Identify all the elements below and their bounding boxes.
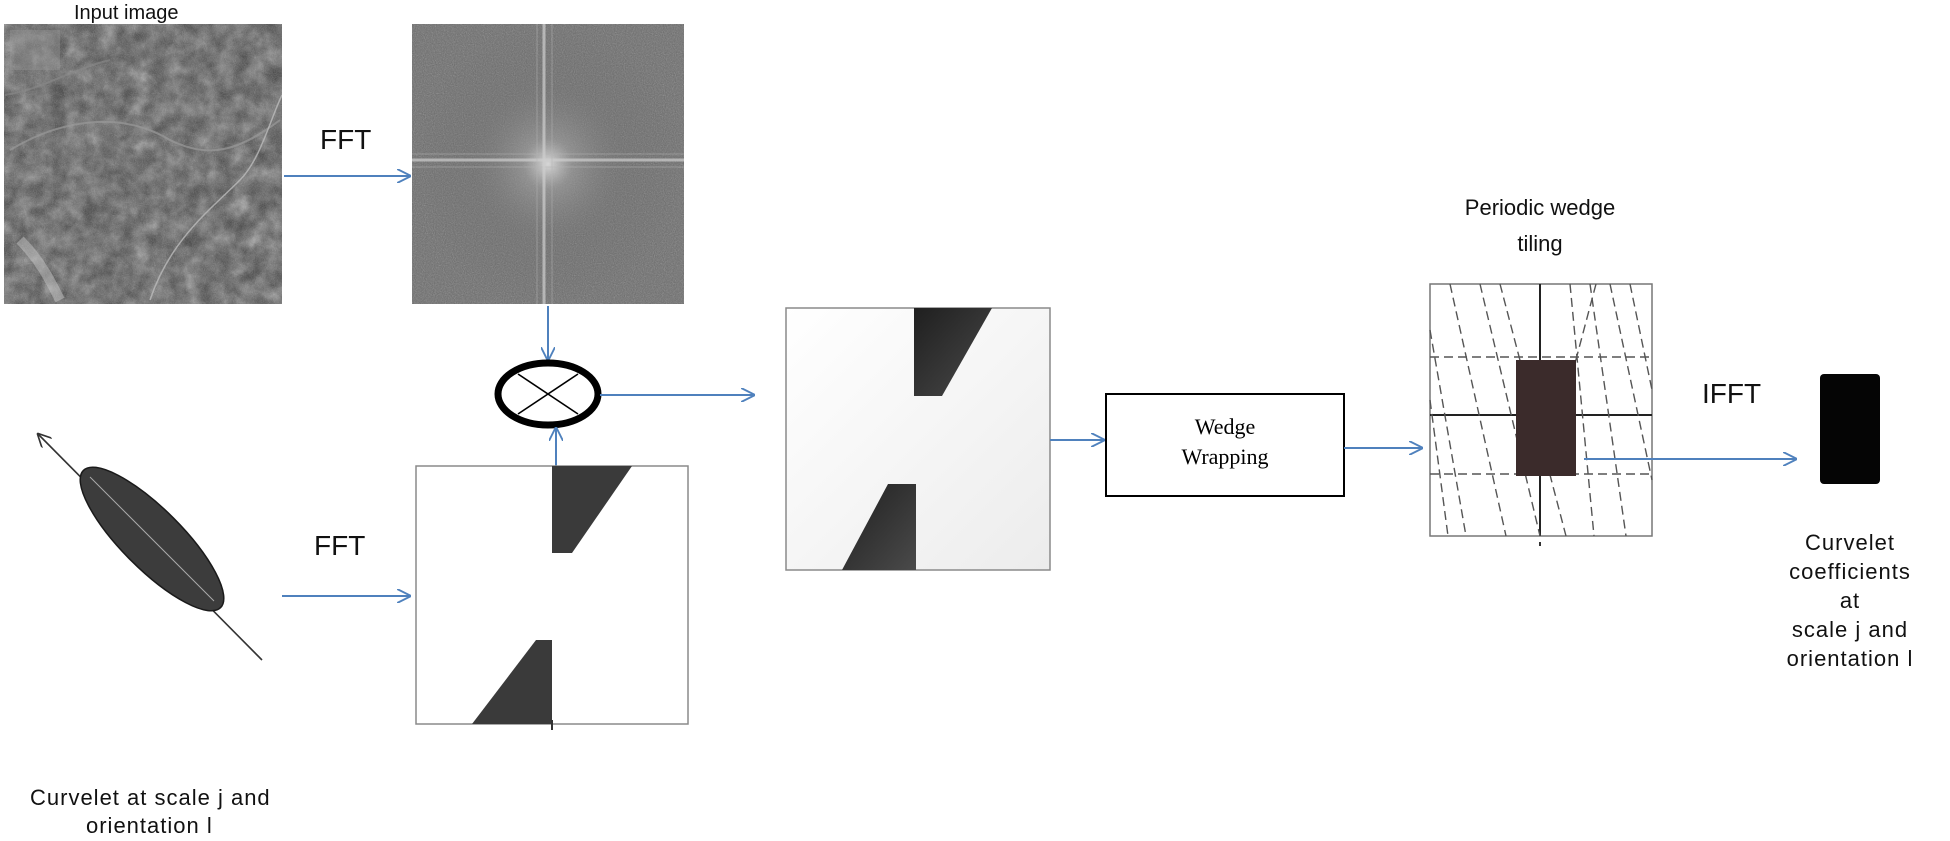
coefficients-line3: at	[1839, 588, 1861, 613]
input-image-label: Input image	[74, 2, 179, 24]
periodic-tiling-line1: Periodic wedge	[1464, 195, 1616, 220]
fft-top-label: FFT	[320, 124, 372, 155]
coefficients-line4: scale j and	[1791, 617, 1909, 642]
periodic-wedge-tiling	[1429, 283, 1653, 546]
product-panel	[785, 307, 1051, 571]
curvelet-caption: Curvelet at scale j and orientation l	[30, 784, 271, 840]
wedge-wrapping-line1: Wedge	[1194, 414, 1256, 439]
coefficients-line2: coefficients	[1789, 559, 1911, 584]
fft-spectrum-image	[412, 24, 684, 304]
wedge-wrapping-label: Wedge Wrapping	[1106, 412, 1344, 472]
curvelet-caption-line1: Curvelet at scale j and	[30, 785, 271, 810]
curvelet-shape	[38, 434, 263, 661]
periodic-tiling-label: Periodic wedge tiling	[1400, 190, 1680, 262]
ifft-label: IFFT	[1702, 378, 1762, 409]
periodic-tiling-line2: tiling	[1517, 231, 1563, 256]
coefficients-line1: Curvelet	[1805, 530, 1895, 555]
curvelet-coefficients-block	[1820, 374, 1880, 484]
multiply-icon	[494, 359, 602, 429]
frequency-window-box	[415, 465, 689, 730]
input-satellite-image	[4, 24, 282, 304]
curvelet-caption-line2: orientation l	[86, 813, 213, 838]
fft-bottom-label: FFT	[314, 530, 366, 561]
wedge-wrapping-line2: Wrapping	[1181, 444, 1269, 469]
wedge-wrapping-box	[1105, 393, 1345, 497]
curvelet-coefficients-caption: Curvelet coefficients at scale j and ori…	[1750, 528, 1950, 673]
coefficients-line5: orientation l	[1786, 646, 1914, 671]
